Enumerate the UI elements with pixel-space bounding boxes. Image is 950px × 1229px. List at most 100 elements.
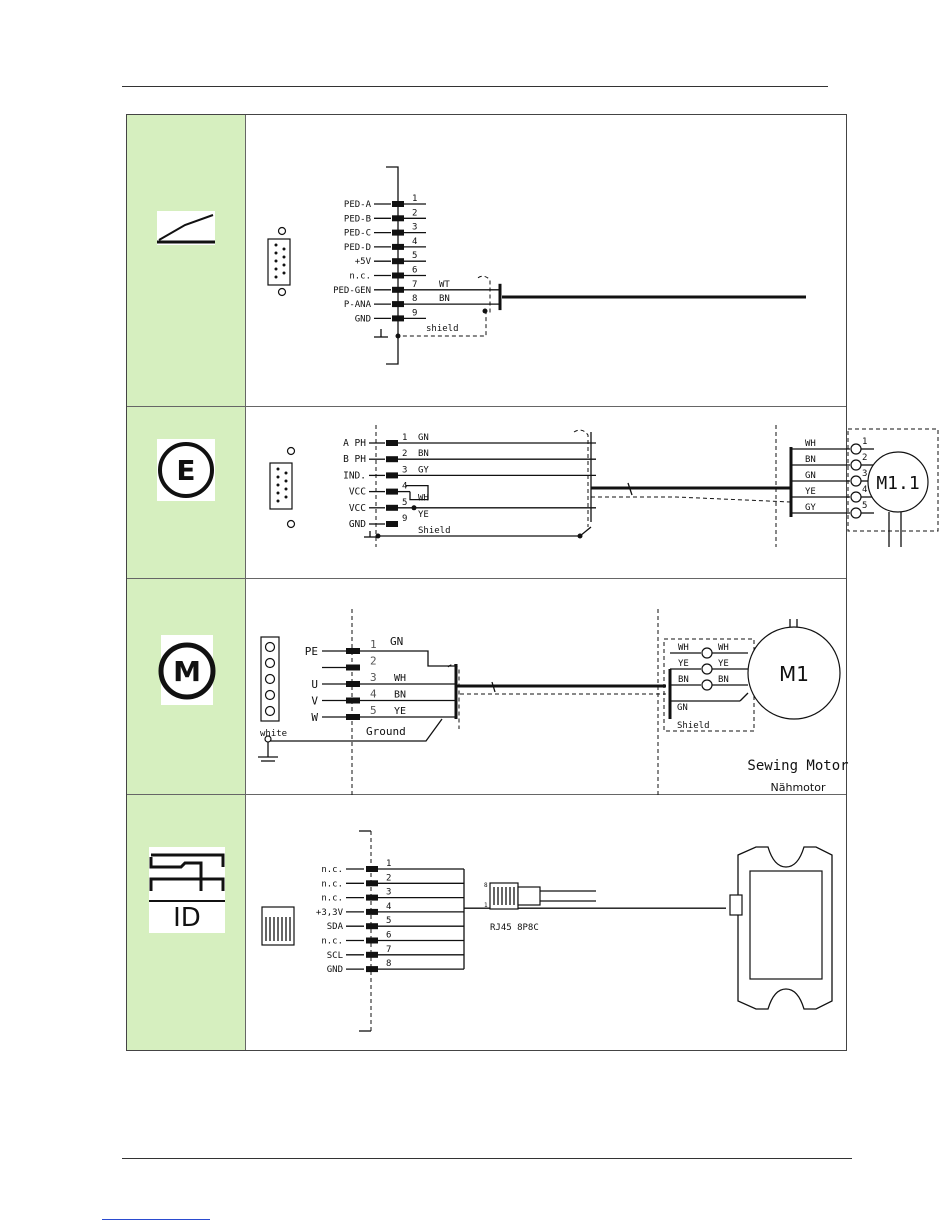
ground-node <box>375 533 381 539</box>
connector-pin <box>282 263 286 267</box>
motor-terminal <box>850 459 862 471</box>
crimp-contact <box>386 456 398 463</box>
motor-title: Sewing Motor <box>747 758 848 774</box>
pin-label: VCC <box>349 487 366 498</box>
connector-pin <box>276 491 280 495</box>
crimp-contact <box>392 243 404 250</box>
plug-pin-number: 1 <box>484 902 488 909</box>
connector-pin <box>282 247 286 251</box>
pin-number: 7 <box>386 945 391 955</box>
connector-label: white <box>260 729 287 739</box>
pin-label: n.c. <box>321 937 343 947</box>
cable-break <box>491 681 496 693</box>
icon-cell-motor: M <box>127 579 246 794</box>
wire <box>739 692 749 702</box>
header-rule <box>122 86 828 87</box>
crimp-contact <box>366 908 378 915</box>
connector-pin <box>284 479 288 483</box>
pin-label: n.c. <box>321 865 343 875</box>
pin-label: GND <box>327 965 343 975</box>
motor-wire-label: GN <box>805 471 816 481</box>
motor-terminal-number: 2 <box>862 453 867 463</box>
connector-socket <box>264 705 276 717</box>
pin-number: 8 <box>386 959 391 969</box>
pin-number: 1 <box>412 194 417 204</box>
mount-hole <box>277 226 287 236</box>
motor-terminal-number: 3 <box>862 469 867 479</box>
crimp-contact <box>366 894 378 901</box>
id-icon-text: ID <box>173 903 201 933</box>
id-wiring: n.c.1n.c.2n.c.3+3,3V4SDA5n.c.6SCL7GND881… <box>261 830 833 1032</box>
motor-m1-1 <box>867 451 929 513</box>
motor-subtitle: Nähmotor <box>771 781 826 794</box>
pin-number: 2 <box>402 449 407 459</box>
id-module <box>737 846 833 1010</box>
pin-number: 6 <box>386 931 391 941</box>
pin-number: 1 <box>402 433 407 443</box>
wire-color-label: YE <box>394 706 406 717</box>
cable-shield <box>591 496 792 503</box>
crimp-contact <box>392 201 404 207</box>
motor-wire-label: BN <box>805 455 816 465</box>
pin-label: P-ANA <box>344 300 372 310</box>
motor-wire-label: GY <box>805 503 816 513</box>
pin-number: 3 <box>386 888 391 898</box>
motor-terminal-number: 5 <box>862 501 867 511</box>
footer-link-underline <box>102 1219 210 1220</box>
connector-pin <box>276 475 280 479</box>
pin-label: IND. <box>343 470 366 481</box>
wire-label-gn: GN <box>390 635 403 648</box>
pedal-wiring: PED-A1PED-B2PED-C3PED-D4+5V5n.c.6PED-GEN… <box>267 166 806 365</box>
mount-hole <box>286 446 296 456</box>
pin-label: PED-B <box>344 214 371 224</box>
connector-label: RJ45 8P8C <box>490 923 539 933</box>
pin-label: GND <box>349 519 366 530</box>
pin-label: +5V <box>355 257 372 267</box>
cable-break <box>627 482 633 496</box>
svg-text:E: E <box>176 454 195 487</box>
crimp-contact <box>366 880 378 887</box>
pin-number: 2 <box>386 873 391 883</box>
shield-node <box>482 308 488 314</box>
pin-number: 5 <box>402 498 407 508</box>
crimp-contact <box>392 229 404 236</box>
plug-pin-number: 8 <box>484 882 488 889</box>
connector-socket <box>264 689 276 701</box>
pin-label: W <box>311 711 318 724</box>
rj45-boot <box>517 886 541 906</box>
motor-terminal <box>701 663 713 675</box>
pin-label: A PH <box>343 438 366 449</box>
pin-label: PED-A <box>344 200 372 210</box>
connector-socket <box>264 657 276 669</box>
pin-label: SCL <box>327 951 343 961</box>
motor-label: M1 <box>779 662 809 686</box>
motor-m1 <box>747 626 841 720</box>
pin-number: 1 <box>370 638 377 651</box>
motor-terminal <box>850 475 862 487</box>
crimp-contact <box>366 951 378 958</box>
pin-number: 4 <box>412 237 417 247</box>
motor-terminal <box>701 647 713 659</box>
ground-label: Ground <box>366 725 406 738</box>
pin-label: PED-D <box>344 243 371 253</box>
pin-number: 5 <box>412 251 417 261</box>
pin-label: +3,3V <box>316 908 344 918</box>
sub-d-connector <box>267 238 291 286</box>
crimp-contact <box>366 923 378 930</box>
motor-wire-label: WH <box>805 439 816 449</box>
shield-label: shield <box>426 324 459 334</box>
ground-node <box>264 735 272 743</box>
pin-number: 2 <box>370 655 377 668</box>
crimp-contact <box>366 866 378 872</box>
pin-number: 5 <box>386 916 391 926</box>
motor-terminal <box>850 443 862 455</box>
crimp-contact <box>392 258 404 265</box>
crimp-contact <box>346 681 360 687</box>
pin-number: 3 <box>402 465 407 475</box>
